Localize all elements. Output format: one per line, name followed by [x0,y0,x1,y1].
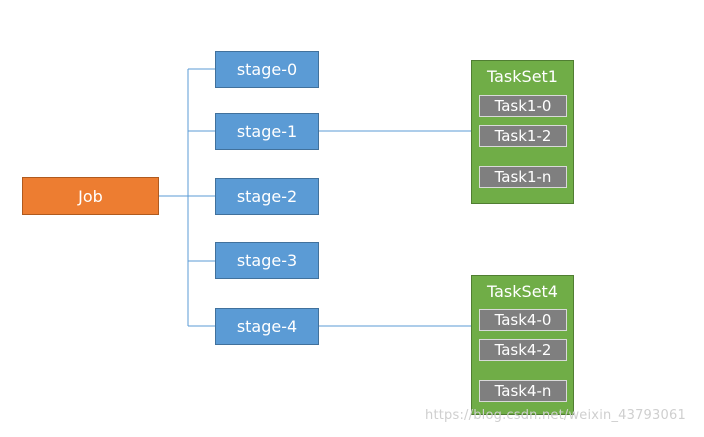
task-item: Task4-2 [479,339,567,361]
stage-label: stage-4 [236,317,298,336]
task-item: Task1-2 [479,125,567,147]
task-item: Task4-0 [479,309,567,331]
job-node: Job [22,177,159,215]
taskset-node-4: TaskSet4 Task4-0 Task4-2 Task4-n [471,275,574,415]
stage-label: stage-1 [236,122,298,141]
stage-label: stage-0 [236,60,298,79]
stage-node-0: stage-0 [215,51,319,88]
task-item: Task1-0 [479,95,567,117]
stage-label: stage-3 [236,251,298,270]
stage-node-4: stage-4 [215,308,319,345]
stage-node-3: stage-3 [215,242,319,279]
stage-label: stage-2 [236,187,298,206]
taskset-title: TaskSet4 [487,282,558,301]
task-item: Task1-n [479,166,567,188]
watermark-text: https://blog.csdn.net/weixin_43793061 [425,408,686,423]
taskset-title: TaskSet1 [487,67,558,86]
job-label: Job [78,186,103,206]
taskset-node-1: TaskSet1 Task1-0 Task1-2 Task1-n [471,60,574,204]
stage-node-1: stage-1 [215,113,319,150]
task-item: Task4-n [479,380,567,402]
stage-node-2: stage-2 [215,178,319,215]
